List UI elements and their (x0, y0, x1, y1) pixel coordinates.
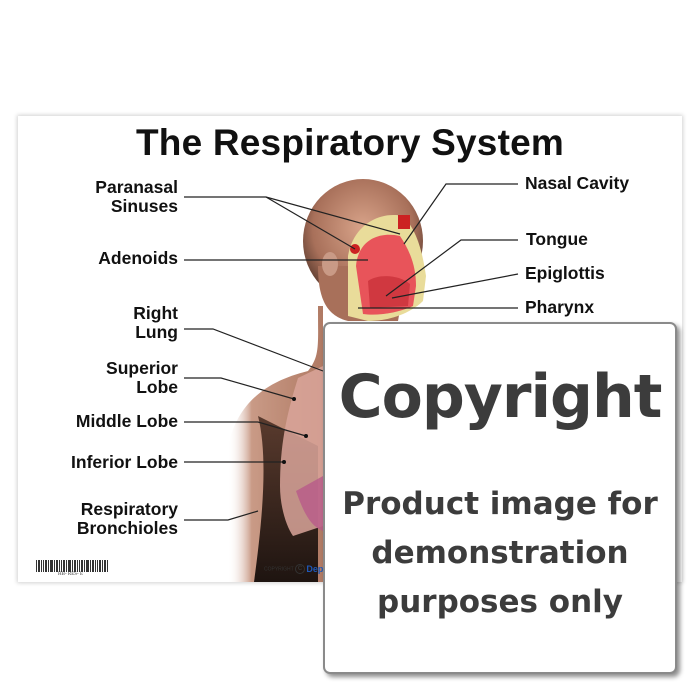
barcode (36, 560, 108, 572)
publisher-logo: Dep (306, 564, 324, 574)
label-line: Superior (106, 358, 178, 378)
label-pharynx: Pharynx (525, 297, 595, 317)
overlay-message: Product image for demonstration purposes… (325, 480, 675, 627)
label-epiglottis: Epiglottis (525, 263, 605, 283)
overlay-line-2: demonstration (371, 535, 629, 571)
label-paranasal-sinuses: Paranasal Sinuses (58, 178, 178, 216)
label-line: Bronchioles (76, 518, 178, 538)
label-line: Lobe (136, 377, 178, 397)
overlay-line-1: Product image for (342, 486, 658, 522)
copyright-icon: C (295, 564, 306, 574)
label-line: Paranasal (95, 177, 178, 197)
label-tongue: Tongue (526, 229, 588, 249)
label-inferior-lobe: Inferior Lobe (28, 453, 178, 472)
label-middle-lobe: Middle Lobe (28, 412, 178, 431)
poster-copyright: COPYRIGHT C Dep (264, 564, 323, 574)
label-nasal-cavity: Nasal Cavity (525, 173, 630, 193)
copyright-overlay: Copyright Product image for demonstratio… (323, 322, 677, 674)
anatomy-illustration (184, 179, 519, 582)
label-line: Middle Lobe (75, 411, 178, 431)
label-line: Adenoids (98, 248, 178, 268)
label-line: Right (133, 303, 178, 323)
label-line: Lung (135, 322, 178, 342)
label-right-lung: Right Lung (58, 304, 178, 342)
label-respiratory-bronchioles: Respiratory Bronchioles (28, 500, 178, 538)
copyright-text: COPYRIGHT (264, 566, 294, 573)
poster-title: The Respiratory System (135, 122, 564, 163)
label-adenoids: Adenoids (58, 249, 178, 268)
label-line: Inferior Lobe (71, 452, 178, 472)
barcode-text: HB- RES- E (58, 572, 83, 577)
label-line: Respiratory (80, 499, 178, 519)
label-line: Sinuses (110, 196, 178, 216)
overlay-line-3: purposes only (377, 584, 623, 620)
label-superior-lobe: Superior Lobe (58, 359, 178, 397)
overlay-heading: Copyright (338, 362, 663, 432)
